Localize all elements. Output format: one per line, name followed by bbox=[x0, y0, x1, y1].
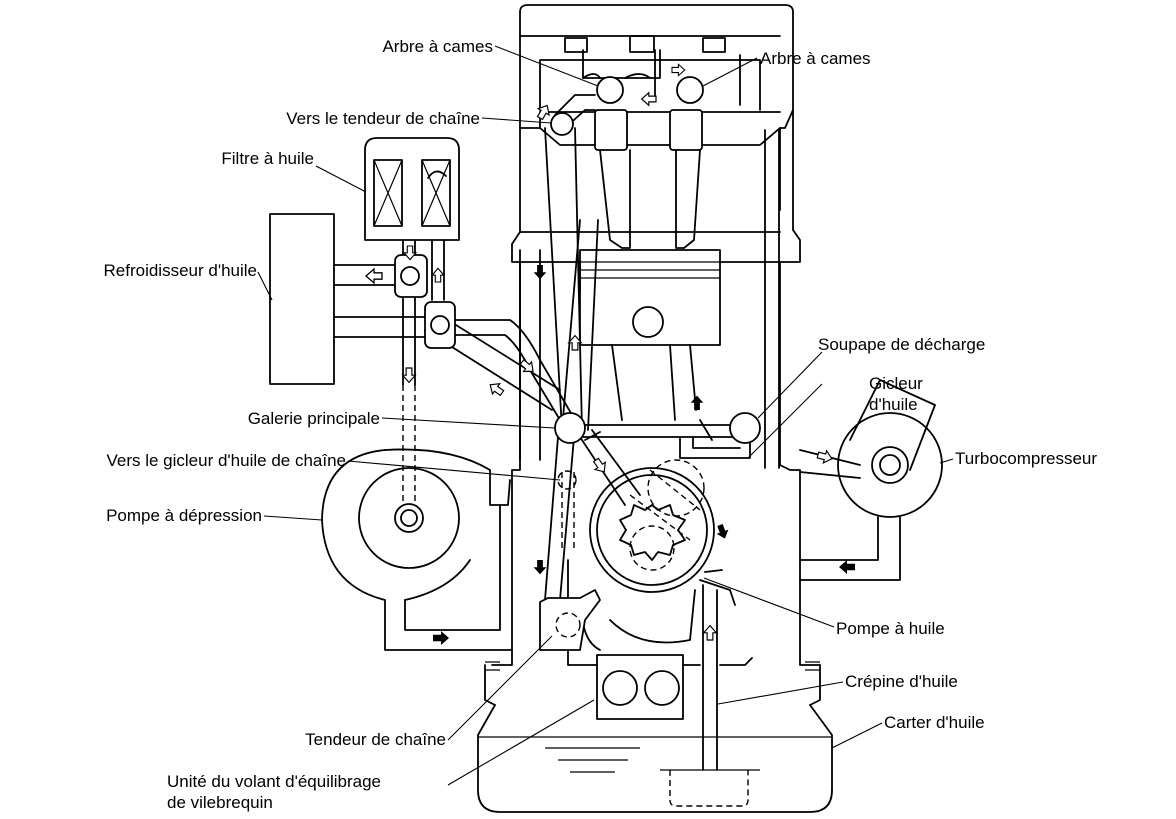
label-camshaft-right: Arbre à cames bbox=[760, 49, 871, 68]
hollow-arrow-icon bbox=[590, 455, 611, 476]
oil-filter bbox=[364, 137, 460, 241]
solid-arrow-icon bbox=[433, 631, 449, 645]
hollow-arrow-icon bbox=[703, 625, 717, 641]
label-to-chain-tensioner: Vers le tendeur de chaîne bbox=[286, 109, 480, 128]
label-main-gallery: Galerie principale bbox=[248, 409, 380, 428]
hollow-arrow-icon bbox=[815, 448, 835, 466]
label-camshaft-left: Arbre à cames bbox=[382, 37, 493, 56]
solid-arrow-icon bbox=[714, 522, 731, 541]
solid-arrow-icon bbox=[533, 560, 547, 575]
fittings bbox=[394, 112, 761, 720]
oil-pump bbox=[589, 459, 715, 593]
main-gallery-junction bbox=[554, 412, 586, 444]
hollow-arrow-icon bbox=[486, 378, 507, 399]
label-oil-cooler: Refroidisseur d'huile bbox=[104, 261, 258, 280]
oil-pan bbox=[477, 704, 833, 813]
engine-block bbox=[484, 4, 821, 706]
label-oil-pan: Carter d'huile bbox=[884, 713, 985, 732]
label-oil-pump: Pompe à huile bbox=[836, 619, 945, 638]
vacuum-pump bbox=[321, 385, 513, 651]
solid-arrow-icon bbox=[690, 395, 704, 410]
hollow-arrow-icon bbox=[431, 267, 445, 283]
solid-arrow-icon bbox=[839, 560, 855, 574]
labels: Arbre à cames Arbre à cames Vers le tend… bbox=[104, 37, 1098, 812]
label-oil-filter: Filtre à huile bbox=[221, 149, 314, 168]
hollow-arrow-icon bbox=[365, 268, 383, 284]
label-turbocharger: Turbocompresseur bbox=[955, 449, 1097, 468]
label-oil-jet-2: d'huile bbox=[869, 395, 918, 414]
hollow-arrow-icon bbox=[402, 367, 416, 383]
relief-valve-body bbox=[729, 412, 761, 444]
leader-lines bbox=[257, 45, 954, 786]
label-chain-tensioner: Tendeur de chaîne bbox=[305, 730, 446, 749]
camshaft-assembly bbox=[582, 73, 704, 249]
hollow-arrow-icon bbox=[641, 92, 657, 106]
label-to-chain-oil-jet: Vers le gicleur d'huile de chaîne bbox=[106, 451, 346, 470]
turbocharger bbox=[799, 379, 943, 581]
label-relief-valve: Soupape de décharge bbox=[818, 335, 985, 354]
label-balancer-1: Unité du volant d'équilibrage bbox=[167, 772, 381, 791]
label-vacuum-pump: Pompe à dépression bbox=[106, 506, 262, 525]
hollow-arrow-icon bbox=[671, 63, 686, 77]
label-oil-jet-1: Gicleur bbox=[869, 374, 923, 393]
label-oil-strainer: Crépine d'huile bbox=[845, 672, 958, 691]
piston-assembly bbox=[579, 249, 721, 651]
solid-arrow-icon bbox=[533, 265, 547, 280]
oil-cooler bbox=[269, 213, 426, 385]
label-balancer-2: de vilebrequin bbox=[167, 793, 273, 812]
